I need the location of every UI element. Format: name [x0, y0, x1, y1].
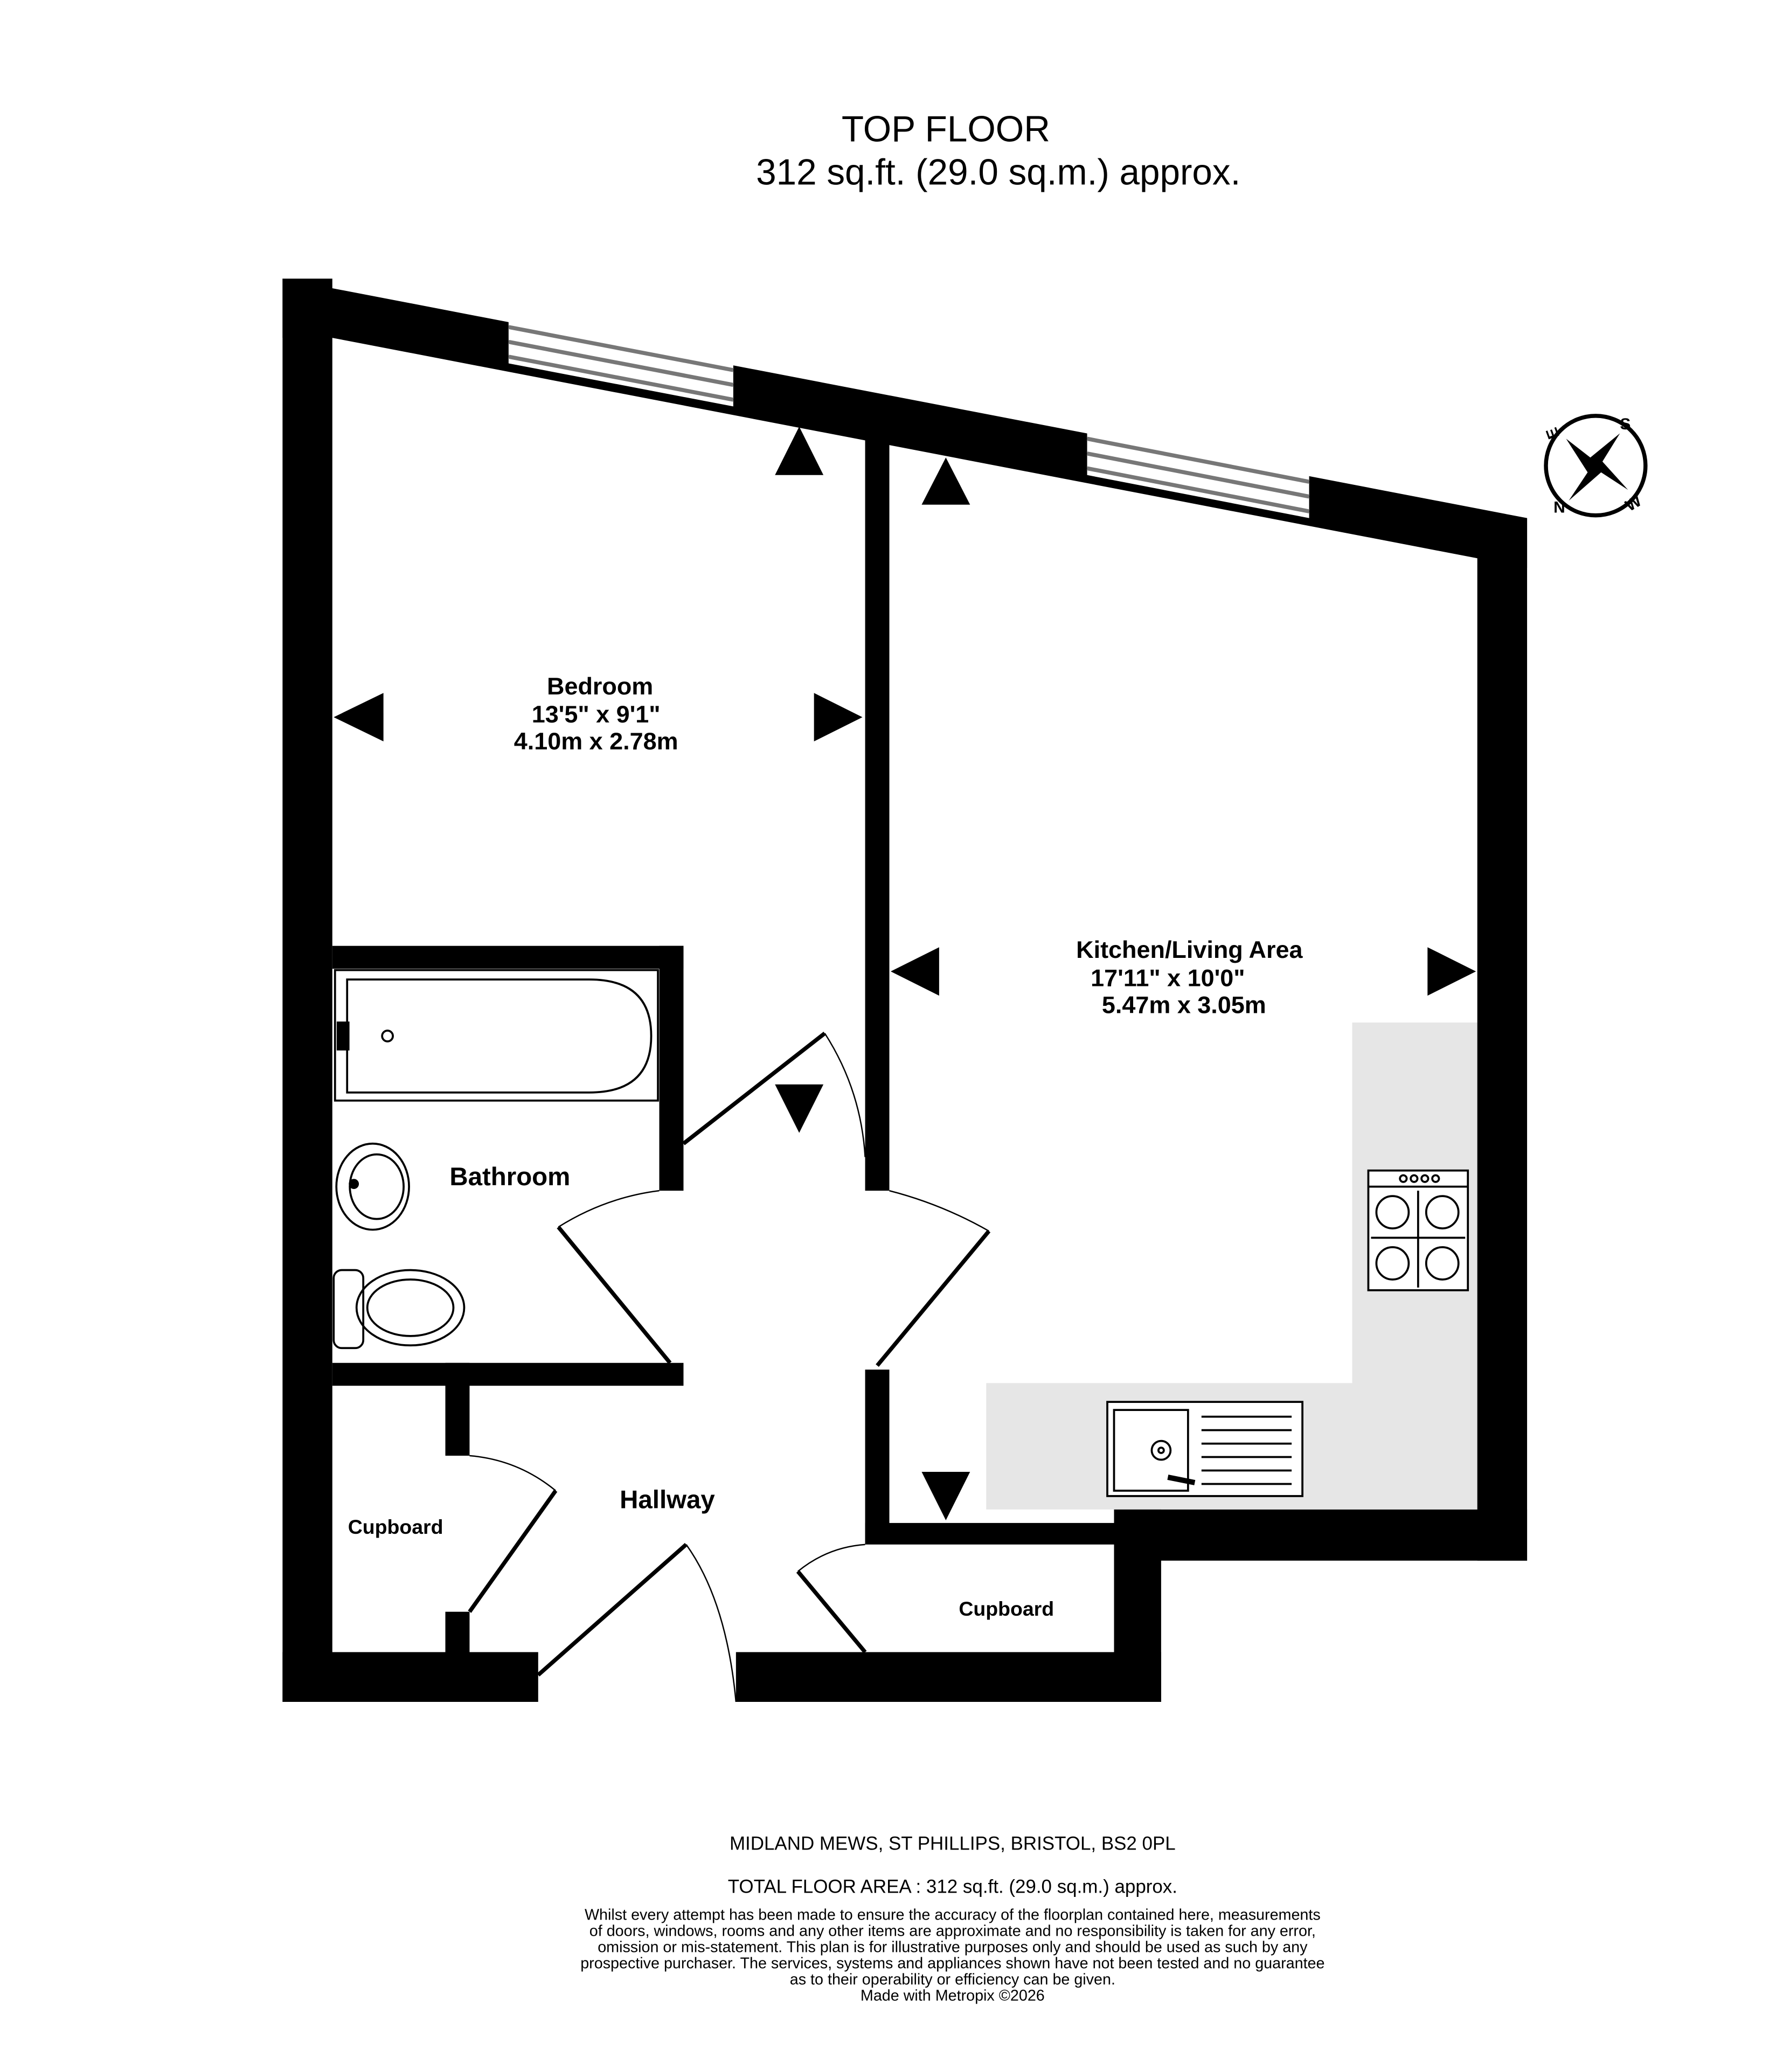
kitchen-counter [986, 1023, 1477, 1510]
kitchen-imperial: 17'11" x 10'0" [1091, 964, 1245, 992]
floor-area: 312 sq.ft. (29.0 sq.m.) approx. [756, 152, 1240, 192]
bathroom-right-wall [659, 945, 684, 1191]
bedroom-label: Bedroom [547, 672, 653, 700]
credit: Made with Metropix ©2026 [861, 1987, 1045, 2004]
bedroom-imperial: 13'5" x 9'1" [532, 700, 661, 728]
bottom-wall-right [736, 1652, 1161, 1702]
compass-label-n: N [1553, 499, 1565, 517]
footer: MIDLAND MEWS, ST PHILLIPS, BRISTOL, BS2 … [580, 1833, 1324, 2005]
compass-label-e: E [1543, 425, 1563, 441]
bottom-right-wall [1114, 1509, 1528, 1561]
bathroom-label: Bathroom [449, 1163, 570, 1191]
disclaimer-line: omission or mis-statement. This plan is … [598, 1938, 1308, 1956]
cupboard-top-wall [865, 1522, 1121, 1545]
cupboard-left-wall-top [445, 1362, 470, 1456]
bedroom-metric: 4.10m x 2.78m [514, 727, 678, 755]
cupboard-left-label: Cupboard [348, 1515, 443, 1538]
address: MIDLAND MEWS, ST PHILLIPS, BRISTOL, BS2 … [730, 1833, 1176, 1854]
cupboard-right-label: Cupboard [959, 1597, 1054, 1620]
bottom-wall-left [282, 1652, 538, 1702]
left-wall [282, 279, 332, 1702]
kitchen-label: Kitchen/Living Area [1076, 936, 1303, 963]
bathroom-top-wall [332, 945, 684, 969]
kitchen-metric: 5.47m x 3.05m [1102, 991, 1266, 1019]
disclaimer-line: of doors, windows, rooms and any other i… [589, 1922, 1316, 1939]
compass-label-w: W [1622, 492, 1645, 515]
basin-icon [335, 1142, 410, 1231]
right-wall [1477, 518, 1528, 1561]
bathtub-icon [334, 969, 659, 1102]
disclaimer-line: prospective purchaser. The services, sys… [580, 1955, 1324, 1972]
disclaimer-line: as to their operability or efficiency ca… [790, 1971, 1115, 1988]
windows [508, 317, 1310, 518]
hob-icon [1367, 1169, 1469, 1291]
kitchen-sink-icon [1106, 1401, 1303, 1497]
compass-icon: S W N E [1543, 414, 1648, 518]
dimension-arrows [334, 426, 1476, 1520]
compass-label-s: S [1620, 415, 1631, 433]
total-area: TOTAL FLOOR AREA : 312 sq.ft. (29.0 sq.m… [728, 1876, 1177, 1897]
top-slanted-wall [282, 279, 1528, 568]
cupboard-left-wall-bottom [445, 1611, 470, 1702]
bathroom-bottom-wall [332, 1362, 684, 1386]
partition-upper [865, 430, 890, 1191]
disclaimer-line: Whilst every attempt has been made to en… [585, 1907, 1321, 1924]
hallway-label: Hallway [620, 1485, 715, 1514]
doors [468, 1032, 991, 1702]
floor-title: TOP FLOOR [842, 109, 1050, 150]
toilet-icon [332, 1269, 466, 1350]
partition-lower [865, 1369, 890, 1542]
